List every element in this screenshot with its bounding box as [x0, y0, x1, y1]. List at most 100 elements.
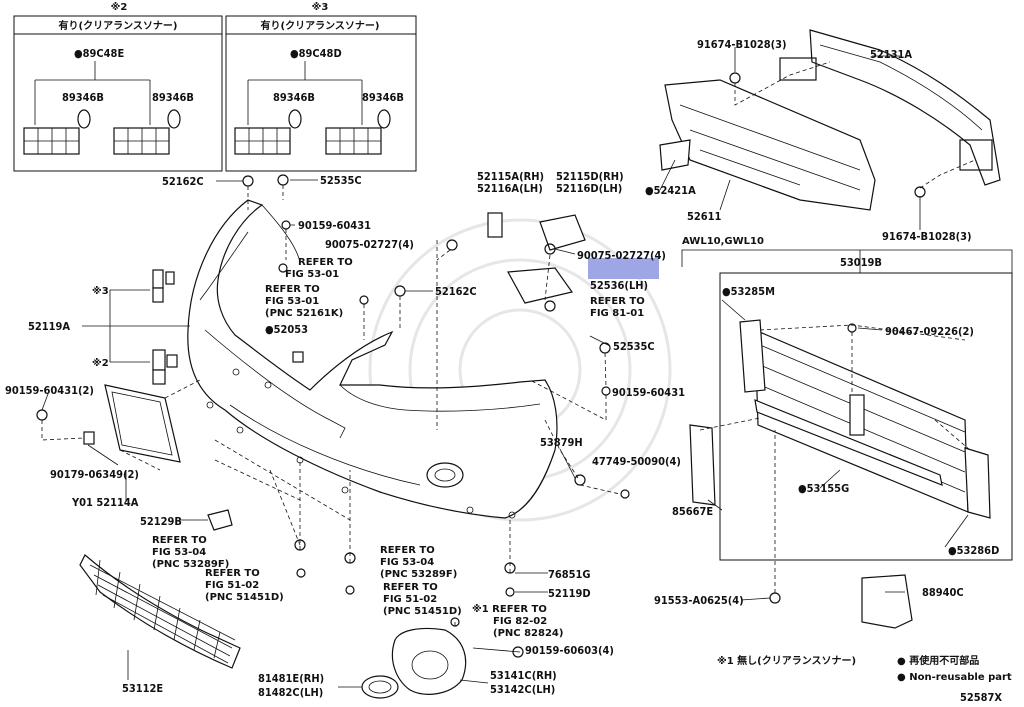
highlight-marker [588, 258, 659, 279]
license-plate-bracket [83, 384, 181, 463]
legend-en: ● Non-reusable part [897, 672, 1012, 683]
part-label: 52536(LH) [590, 279, 648, 292]
88940c-part [861, 574, 913, 629]
part-label: ●53285M [722, 285, 775, 298]
part-label: ●52421A [645, 184, 696, 197]
sensor-label: 89346B [362, 91, 404, 104]
part-label: ●53286D [948, 544, 999, 557]
part-label: 52535C [320, 174, 362, 187]
part-label: 91674-B1028(3) [697, 38, 787, 51]
part-label: 90159-60431 [612, 386, 685, 399]
part-label: 85667E [672, 505, 713, 518]
part-label: 47749-50090(4) [592, 455, 681, 468]
part-label: 52535C [613, 340, 655, 353]
inset-sonar-left: ※2 有り(クリアランスソナー) ●89C48E 89346B 89346B [13, 1, 223, 172]
part-label: 81481E(RH) [258, 672, 324, 685]
part-label: 91553-A0625(4) [654, 594, 744, 607]
part-label: 52119D [548, 587, 591, 600]
reference-label: (PNC 53289F) [380, 569, 457, 580]
part-label: 90159-60431(2) [5, 384, 94, 397]
bumper-absorber [659, 79, 876, 211]
reference-label: REFER TO [205, 568, 260, 579]
reference-label: FIG 53-04 [152, 547, 206, 558]
part-label: 53879H [540, 436, 583, 449]
sensor-label: 89346B [273, 91, 315, 104]
reference-label: (PNC 51451D) [383, 606, 462, 617]
part-label: 52116D(LH) [556, 182, 622, 195]
sensor-label: 89346B [62, 91, 104, 104]
reference-label: (PNC 53289F) [152, 559, 229, 570]
part-label: 53112E [122, 682, 163, 695]
sensor-bracket [234, 127, 382, 155]
reference-label: REFER TO [383, 582, 438, 593]
note-label: ※2 [92, 357, 109, 369]
inset-sonar-mid: ※3 有り(クリアランスソナー) ●89C48D 89346B 89346B [225, 1, 417, 172]
leader-lines [41, 47, 969, 688]
bumper-side-clips [152, 269, 178, 385]
grille-shutter-assembly [689, 319, 991, 519]
shutter-box [719, 272, 1013, 561]
reference-label: FIG 53-04 [380, 557, 434, 568]
part-label: 90159-60431 [298, 219, 371, 232]
note-label: ※3 [92, 285, 109, 297]
reference-label: FIG 53-01 [265, 296, 319, 307]
reference-label: FIG 81-01 [590, 308, 644, 319]
figure-id: 52587X [960, 691, 1002, 704]
kit-label: ●89C48D [290, 47, 342, 60]
part-label: 52162C [162, 175, 204, 188]
model-label: AWL10,GWL10 [682, 236, 764, 247]
reference-label: (PNC 82824) [493, 628, 563, 639]
reference-label: REFER TO [590, 296, 645, 307]
part-label: 81482C(LH) [258, 686, 323, 699]
part-label: 53019B [840, 256, 882, 269]
bumper-reinforcement [779, 29, 1001, 186]
part-label: 52119A [28, 320, 70, 333]
part-label: 52115D(RH) [556, 170, 624, 183]
part-label: ●53155G [798, 482, 849, 495]
part-label: 52116A(LH) [477, 182, 543, 195]
part-label: 90075-02727(4) [325, 238, 414, 251]
part-label: ●52053 [265, 323, 308, 336]
part-label: 53142C(LH) [490, 683, 555, 696]
reference-label: REFER TO [298, 257, 353, 268]
part-label: 90467-09226(2) [885, 325, 974, 338]
reference-label: REFER TO [265, 284, 320, 295]
part-label: 52131A [870, 48, 912, 61]
reference-label: (PNC 51451D) [205, 592, 284, 603]
part-label: Y01 52114A [71, 496, 139, 509]
bumper-retainers [446, 212, 586, 312]
52129b-part [207, 509, 233, 531]
inset-title: 有り(クリアランスソナー) [59, 19, 178, 32]
part-label: 90159-60603(4) [525, 644, 614, 657]
part-label: 53141C(RH) [490, 669, 557, 682]
inset-note: ※3 [312, 1, 329, 13]
reference-label: FIG 51-02 [205, 580, 259, 591]
inset-note: ※2 [111, 1, 128, 13]
sensor-label: 89346B [152, 91, 194, 104]
reference-label: FIG 82-02 [493, 616, 547, 627]
inset-title: 有り(クリアランスソナー) [261, 19, 380, 32]
dashed-guides [41, 61, 976, 626]
front-bumper-cover [187, 199, 558, 519]
part-label: 52115A(RH) [477, 170, 544, 183]
callout-labels: 52162C 52535C 90159-60431 REFER TO FIG 5… [5, 38, 1012, 704]
part-label: 76851G [548, 568, 591, 581]
part-label: 90179-06349(2) [50, 468, 139, 481]
part-label: 88940C [922, 586, 964, 599]
reference-label: REFER TO [152, 535, 207, 546]
part-label: 52162C [435, 285, 477, 298]
footnote: ※1 無し(クリアランスソナー) [717, 654, 856, 667]
reference-label: ※1 REFER TO [472, 603, 547, 615]
lower-grille [79, 554, 241, 669]
reference-label: REFER TO [380, 545, 435, 556]
reference-label: FIG 53-01 [285, 269, 339, 280]
legend-jp: ● 再使用不可部品 [897, 654, 979, 667]
reference-label: (PNC 52161K) [265, 308, 343, 319]
part-label: 91674-B1028(3) [882, 230, 972, 243]
reference-label: FIG 51-02 [383, 594, 437, 605]
part-label: 52129B [140, 515, 182, 528]
sensor-bracket [23, 127, 170, 155]
fog-bezel [361, 627, 467, 699]
part-label: 90075-02727(4) [577, 249, 666, 262]
